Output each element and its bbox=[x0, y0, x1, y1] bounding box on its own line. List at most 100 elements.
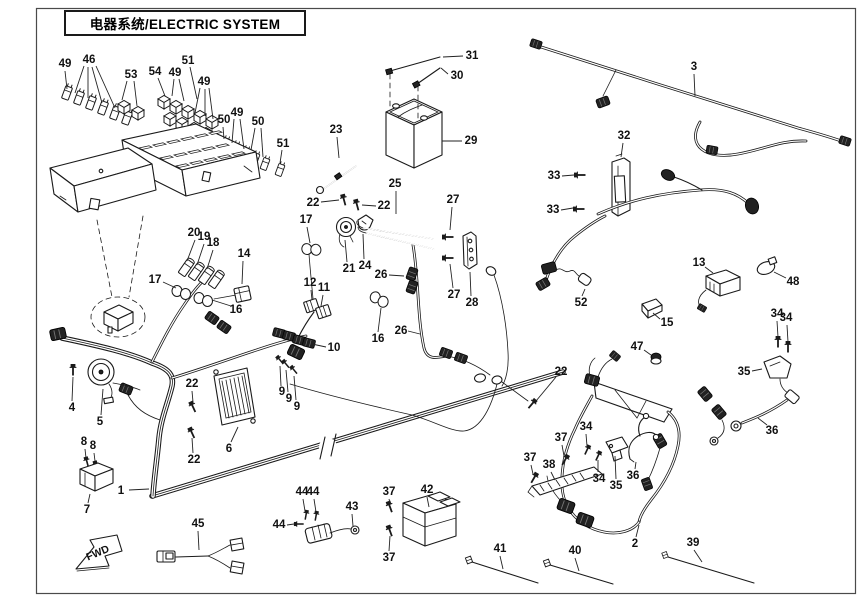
right-middle-parts bbox=[540, 256, 800, 432]
wire-branch-connector bbox=[705, 144, 719, 156]
callout-23: 23 bbox=[330, 124, 343, 136]
callout-9: 9 bbox=[279, 386, 285, 398]
leader-line bbox=[87, 493, 91, 504]
leader-line bbox=[279, 365, 282, 387]
connector bbox=[215, 319, 233, 335]
bolt-icon bbox=[293, 520, 305, 528]
leader-line bbox=[388, 498, 391, 504]
leader-line bbox=[614, 455, 617, 480]
leader-line bbox=[581, 288, 586, 297]
leader-line bbox=[773, 271, 787, 279]
leader-line bbox=[230, 426, 239, 443]
leader-line bbox=[388, 535, 391, 552]
leader-line bbox=[313, 498, 317, 513]
leader-line bbox=[377, 307, 382, 333]
leader-line bbox=[206, 249, 214, 270]
relay-icon bbox=[193, 110, 207, 125]
leader-line bbox=[786, 324, 789, 343]
leader-line bbox=[241, 260, 244, 285]
sub-harness-45 bbox=[156, 537, 245, 575]
callout-44: 44 bbox=[273, 519, 286, 531]
clamp-48 bbox=[756, 256, 778, 275]
part-24 bbox=[357, 214, 374, 231]
relay-13 bbox=[696, 269, 741, 313]
callout-1: 1 bbox=[118, 485, 125, 497]
leader-line bbox=[693, 73, 696, 97]
leader-line bbox=[634, 461, 637, 470]
cable-tie-41 bbox=[464, 555, 539, 584]
callout-44: 44 bbox=[307, 486, 320, 498]
leader-line bbox=[189, 66, 198, 100]
sensor-43 bbox=[304, 523, 360, 544]
callout-37: 37 bbox=[383, 552, 396, 564]
callout-40: 40 bbox=[569, 545, 582, 557]
bolt-icon bbox=[301, 508, 311, 521]
callout-43: 43 bbox=[346, 501, 359, 513]
switch-35-right bbox=[763, 355, 793, 397]
leader-line bbox=[211, 299, 232, 307]
left-parts bbox=[68, 358, 256, 492]
title-box: 电器系统/ELECTRIC SYSTEM bbox=[64, 10, 306, 36]
fuse-box-cover bbox=[49, 147, 157, 213]
callout-49: 49 bbox=[231, 107, 244, 119]
leader-line bbox=[310, 289, 313, 301]
leader-line bbox=[635, 524, 640, 538]
callout-35: 35 bbox=[610, 480, 623, 492]
callout-37: 37 bbox=[555, 432, 568, 444]
callout-5: 5 bbox=[97, 416, 104, 428]
connector bbox=[286, 343, 306, 361]
callout-20: 20 bbox=[188, 227, 201, 239]
leader-line bbox=[426, 496, 430, 508]
connector bbox=[453, 351, 469, 365]
leader-line bbox=[449, 263, 454, 289]
cable-tie-40 bbox=[542, 558, 614, 585]
callout-49: 49 bbox=[169, 67, 182, 79]
leader-line bbox=[388, 274, 405, 277]
callout-37: 37 bbox=[383, 486, 396, 498]
callout-7: 7 bbox=[84, 504, 90, 516]
callout-36: 36 bbox=[627, 470, 640, 482]
battery-bolt-30 bbox=[411, 67, 441, 89]
relay-icon bbox=[131, 106, 145, 121]
callout-50: 50 bbox=[252, 116, 265, 128]
battery-bolt-31 bbox=[385, 56, 441, 76]
frame-wire-3 bbox=[529, 38, 852, 157]
fuse-icon bbox=[96, 97, 111, 116]
sensor-lead-52 bbox=[540, 261, 592, 286]
leader-line bbox=[186, 239, 196, 262]
bolt-icon bbox=[186, 399, 200, 415]
callout-12: 12 bbox=[304, 277, 317, 289]
fuse-icon bbox=[274, 160, 287, 178]
callout-48: 48 bbox=[787, 276, 800, 288]
relay-icon bbox=[169, 100, 183, 115]
callout-15: 15 bbox=[661, 317, 674, 329]
fuse-icon bbox=[259, 154, 272, 172]
callout-34: 34 bbox=[593, 473, 606, 485]
callout-46: 46 bbox=[83, 54, 96, 66]
callout-29: 29 bbox=[465, 135, 478, 147]
leader-line bbox=[239, 118, 245, 150]
callout-25: 25 bbox=[389, 178, 402, 190]
callout-19: 19 bbox=[198, 231, 211, 243]
wire-end-connector bbox=[529, 38, 543, 50]
fuse-puller-23 bbox=[315, 165, 357, 195]
callout-31: 31 bbox=[466, 50, 479, 62]
bracket-38 bbox=[527, 466, 603, 498]
callout-35: 35 bbox=[738, 366, 751, 378]
relay-icon bbox=[205, 115, 219, 130]
connector bbox=[744, 197, 760, 215]
leader-line bbox=[222, 126, 225, 140]
connector-14 bbox=[233, 285, 252, 303]
leader-line bbox=[574, 557, 580, 572]
connector-15 bbox=[641, 298, 663, 319]
break-mark bbox=[330, 433, 337, 457]
bolt-icon bbox=[68, 363, 78, 377]
bolt-icon bbox=[558, 452, 572, 468]
leader-line bbox=[71, 376, 74, 402]
flasher-7 bbox=[79, 462, 114, 492]
bolt-icon bbox=[311, 509, 321, 522]
fuse-icon bbox=[84, 92, 99, 111]
